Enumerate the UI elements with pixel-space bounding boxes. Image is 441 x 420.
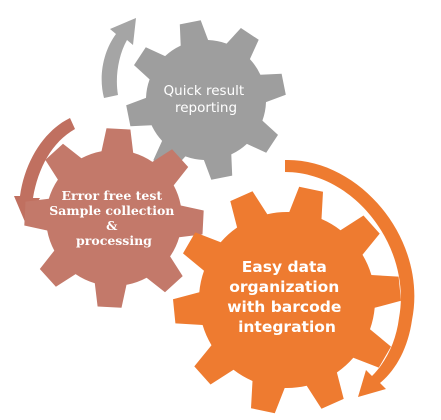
- orange-gear-label: Easy data organization with barcode inte…: [227, 258, 347, 336]
- brown-gear-label: Error free test Sample collection & proc…: [49, 188, 178, 248]
- brown-cycle-arrow: [14, 118, 75, 222]
- grey-gear-label: Quick result reporting: [164, 83, 249, 116]
- orange-gear: [173, 186, 401, 414]
- grey-cycle-arrow: [101, 18, 136, 98]
- grey-gear: [126, 20, 286, 180]
- brown-gear: [24, 128, 204, 308]
- orange-cycle-arrow: [285, 159, 415, 397]
